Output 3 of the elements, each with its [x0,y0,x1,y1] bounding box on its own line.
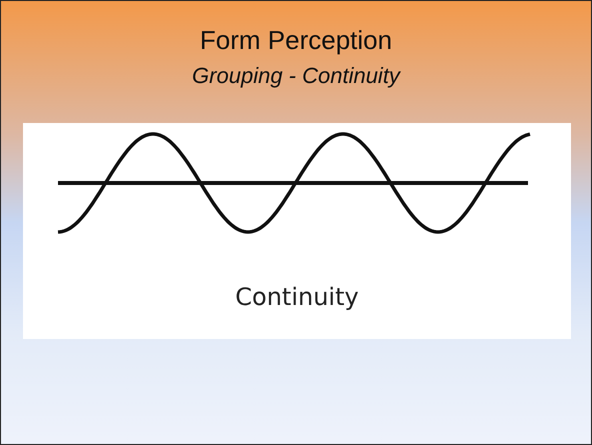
slide-title: Form Perception [198,25,394,56]
slide-subtitle: Grouping - Continuity [191,63,402,89]
figure-caption: Continuity [234,283,360,311]
